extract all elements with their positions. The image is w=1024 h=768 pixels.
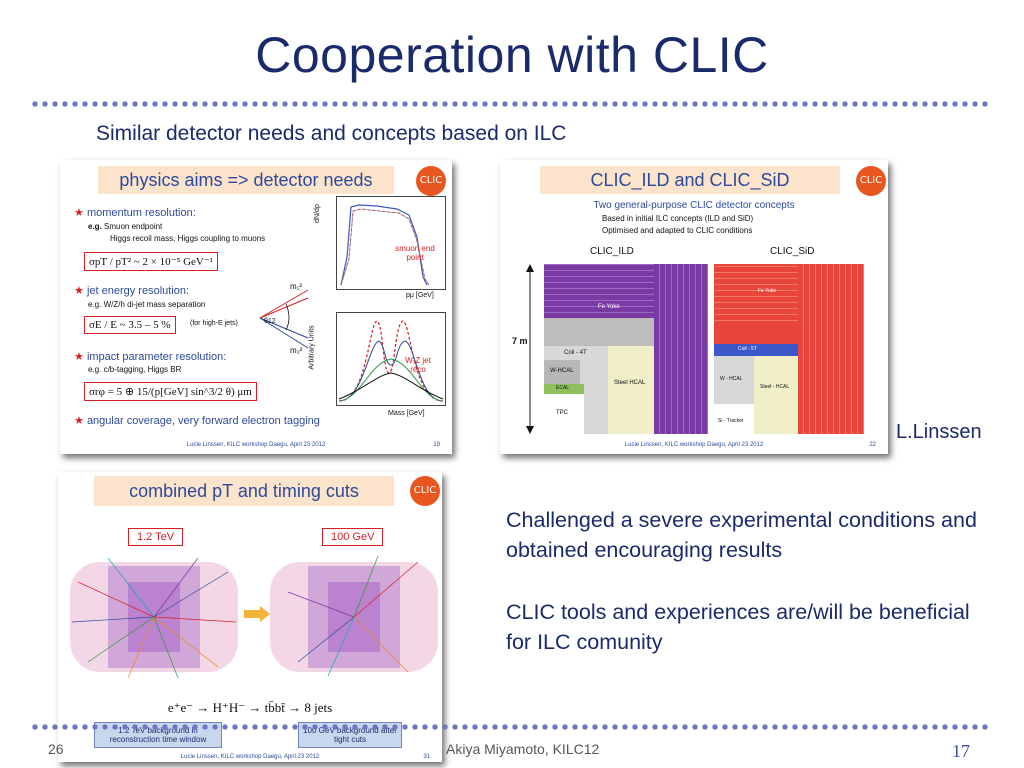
footer-date: 26	[48, 741, 64, 757]
smuon-plot	[336, 196, 446, 290]
item-momentum-eg2: Higgs recoil mass, Higgs coupling to muo…	[110, 234, 266, 243]
sid-fe-yoke-label: Fe Yoke	[758, 288, 777, 294]
sid-steel-label: Steel - HCAL	[760, 384, 790, 390]
clic-logo-icon: CLIC	[416, 166, 446, 196]
m1-label: m₁²	[290, 282, 303, 291]
bottom-divider	[30, 724, 990, 730]
formula-jet: σE / E ~ 3.5 – 5 %	[84, 316, 176, 334]
item-angular: ★ angular coverage, very forward electro…	[74, 415, 320, 427]
plot2-label: W-Z jet reco	[405, 356, 431, 374]
sid-detector-graphic: Fe Yoke Coil - 5T W - HCAL Steel - HCAL …	[714, 264, 864, 434]
slide-footer: Lucie Linssen, KILC workshop Daegu, Apri…	[624, 442, 764, 448]
plot1-label: smuon end point	[395, 244, 435, 262]
body-text-tools: CLIC tools and experiences are/will be b…	[506, 600, 970, 654]
reaction-formula: e⁺e⁻ → H⁺H⁻ → tb̄bt̄ → 8 jets	[167, 700, 333, 715]
slide-footer: Lucie Linssen, KILC workshop Daegu, Apri…	[186, 442, 326, 448]
tpc-label: TPC	[556, 410, 568, 416]
plot2-ylabel: Arbitrary Units	[308, 325, 316, 370]
sid-whcal-label: W - HCAL	[720, 376, 743, 382]
body-text-challenge: Challenged a severe experimental conditi…	[506, 508, 977, 562]
slide-page-number: 31	[423, 754, 430, 760]
event-display-left	[70, 557, 238, 679]
formula-impact: σrφ = 5 ⊕ 15/(p[GeV] sin^3/2 θ) μm	[84, 382, 257, 401]
page-number: 17	[952, 741, 970, 761]
detector-subtitle: Two general-purpose CLIC detector concep…	[593, 200, 795, 211]
coil-label: Coil - 4T	[564, 350, 587, 356]
scale-label: 7 m	[512, 336, 528, 346]
plot1-xlabel: pμ [GeV]	[406, 292, 434, 299]
slide-title: Cooperation with CLIC	[255, 27, 769, 83]
subtitle: Similar detector needs and concepts base…	[96, 122, 567, 145]
m2-label: m₂²	[290, 346, 303, 355]
formula-jet-note: (for high-E jets)	[190, 320, 238, 327]
event-label-left: 1.2 TeV	[128, 528, 184, 546]
ecal-label: ECAL	[556, 385, 570, 391]
slide-heading: CLIC_ILD and CLIC_SiD	[540, 166, 840, 194]
slide-footer: Lucie Linssen, KILC workshop Daegu, Apri…	[180, 754, 320, 760]
steel-hcal-label: Steel HCAL	[614, 380, 646, 386]
embedded-slide-physics-aims: physics aims => detector needs CLIC ★ mo…	[60, 160, 452, 454]
event-label-right: 100 GeV	[322, 528, 384, 546]
fe-yoke-label: Fe Yoke	[598, 304, 620, 310]
detector-subtitle-3: Optimised and adapted to CLIC conditions	[602, 226, 753, 235]
item-jet-eg: e.g. W/Z/h di-jet mass separation	[88, 300, 206, 309]
theta-label: θ12	[264, 318, 276, 325]
item-momentum: ★ momentum resolution:	[74, 207, 196, 219]
arrow-icon	[244, 606, 270, 622]
ild-detector-graphic: Fe Yoke Coil - 4T W-HCAL ECAL TPC Steel …	[544, 264, 708, 434]
slide-heading: combined pT and timing cuts	[94, 476, 394, 506]
event-display-right	[270, 555, 438, 677]
sid-coil-label: Coil - 5T	[738, 346, 757, 352]
embedded-slide-clic-detectors: CLIC_ILD and CLIC_SiD CLIC Two general-p…	[500, 160, 888, 454]
label-clic-sid: CLIC_SiD	[770, 246, 815, 257]
detector-subtitle-2: Based in initial ILC concepts (ILD and S…	[602, 214, 754, 223]
scale-arrow	[526, 264, 534, 434]
mass-plot	[336, 312, 446, 406]
plot1-ylabel: dN/dp	[313, 204, 321, 223]
footer-author: Akiya Miyamoto, KILC12	[446, 741, 600, 757]
item-impact: ★ impact parameter resolution:	[74, 351, 227, 363]
item-momentum-eg: e.g. Smuon endpoint	[88, 222, 163, 231]
slide-page-number: 19	[433, 442, 440, 448]
item-impact-eg: e.g. c/b-tagging, Higgs BR	[88, 365, 182, 374]
jet-diagram	[259, 289, 309, 349]
formula-momentum: σpT / pT² ~ 2 × 10⁻⁵ GeV⁻¹	[84, 252, 218, 271]
author-credit: L.Linssen	[896, 421, 982, 443]
slide-page-number: 22	[869, 442, 876, 448]
slide-heading: physics aims => detector needs	[98, 166, 394, 194]
embedded-slide-pt-timing: combined pT and timing cuts CLIC 1.2 TeV…	[58, 472, 442, 762]
item-jet: ★ jet energy resolution:	[74, 285, 190, 297]
sid-tracker-label: Si - Tracker	[718, 418, 744, 424]
clic-logo-icon: CLIC	[856, 166, 886, 196]
top-divider	[30, 101, 990, 107]
whcal-label: W-HCAL	[550, 368, 574, 374]
plot2-xlabel: Mass [GeV]	[388, 410, 425, 417]
label-clic-ild: CLIC_ILD	[590, 246, 634, 257]
clic-logo-icon: CLIC	[410, 476, 440, 506]
